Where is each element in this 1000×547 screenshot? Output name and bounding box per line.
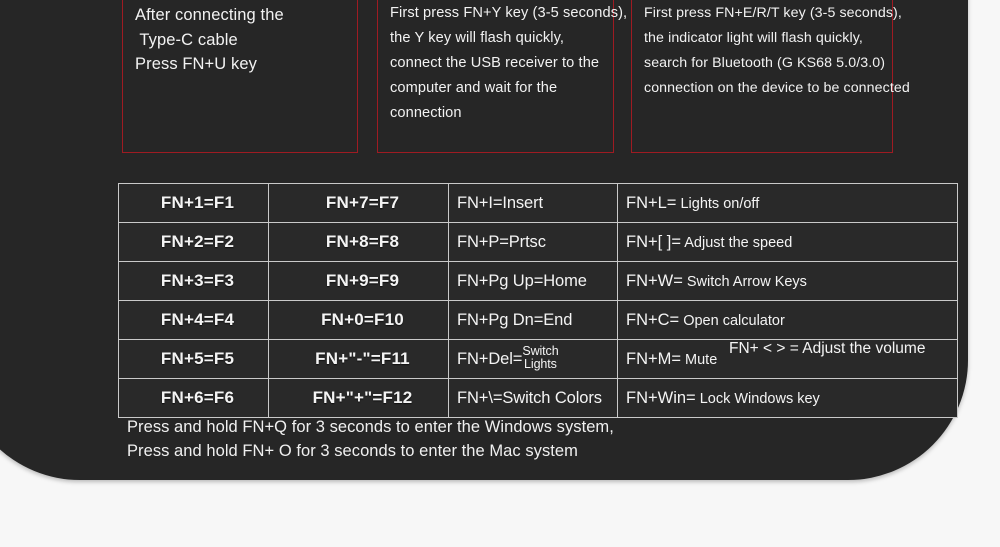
cell-function-key-right: FN+"-"=F11 [268, 339, 449, 379]
shortcut-text: FN+Pg Dn=End [457, 310, 573, 329]
cell-function-key-right: FN+8=F8 [268, 222, 449, 262]
table-row: FN+4=F4 FN+0=F10 FN+Pg Dn=End FN+C= Open… [118, 300, 958, 340]
volume-shortcut-overflow-note: FN+ < > = Adjust the volume [729, 340, 926, 357]
shortcut-description: Adjust the speed [681, 234, 793, 251]
instruction-line: First press FN+Y key (3-5 seconds), [390, 5, 628, 21]
table-row: FN+3=F3 FN+9=F9 FN+Pg Up=Home FN+W= Swit… [118, 261, 958, 301]
shortcut-combo: FN+Win= [626, 388, 696, 407]
cell-function-key-right: FN+0=F10 [268, 300, 449, 340]
instruction-box-wired-connection: After connecting the Type-C cable Press … [122, 0, 358, 153]
shortcut-text: FN+9=F9 [325, 271, 400, 290]
shortcut-text: FN+Pg Up=Home [457, 271, 587, 290]
shortcut-combo: FN+M= [626, 349, 682, 368]
stacked-line-1: Switch [522, 343, 559, 358]
shortcut-text: FN+2=F2 [160, 232, 235, 251]
cell-function-key-left: FN+1=F1 [118, 183, 269, 223]
cell-function-key-right: FN+"+"=F12 [268, 378, 449, 418]
cell-feature-key: FN+[ ]= Adjust the speed [617, 222, 958, 262]
table-row: FN+6=F6 FN+"+"=F12 FN+\=Switch Colors FN… [118, 378, 958, 418]
shortcut-text: FN+7=F7 [325, 193, 400, 212]
instruction-line: connection [390, 105, 462, 121]
footer-line: Press and hold FN+ O for 3 seconds to en… [127, 441, 578, 460]
cell-feature-key: FN+L= Lights on/off [617, 183, 958, 223]
shortcut-text: FN+\=Switch Colors [457, 388, 602, 407]
shortcut-description: Switch Arrow Keys [682, 273, 807, 290]
cell-navigation-key: FN+P=Prtsc [448, 222, 618, 262]
shortcut-combo: FN+L= [626, 193, 677, 212]
shortcut-text: FN+6=F6 [160, 388, 235, 407]
shortcut-text: FN+5=F5 [160, 349, 235, 368]
table-row: FN+2=F2 FN+8=F8 FN+P=Prtsc FN+[ ]= Adjus… [118, 222, 958, 262]
shortcut-text: FN+8=F8 [325, 232, 400, 251]
shortcut-table: FN+1=F1 FN+7=F7 FN+I=Insert FN+L= Lights… [118, 183, 958, 418]
instruction-line: First press FN+E/R/T key (3-5 seconds), [644, 5, 902, 21]
shortcut-text: FN+3=F3 [160, 271, 235, 290]
cell-function-key-left: FN+2=F2 [118, 222, 269, 262]
instruction-box-bluetooth-connection: First press FN+E/R/T key (3-5 seconds), … [631, 0, 910, 153]
shortcut-text: FN+4=F4 [160, 310, 235, 329]
cell-navigation-key: FN+I=Insert [448, 183, 618, 223]
instruction-line: search for Bluetooth (G KS68 5.0/3.0) [644, 55, 886, 71]
shortcut-text: FN+P=Prtsc [457, 232, 546, 251]
instruction-line: connection on the device to be connected [644, 80, 910, 96]
shortcut-combo: FN+W= [626, 271, 683, 290]
instruction-line: connect the USB receiver to the [390, 55, 600, 71]
cell-navigation-key: FN+Pg Dn=End [448, 300, 618, 340]
shortcut-text: FN+1=F1 [160, 193, 235, 212]
shortcut-description: Lock Windows key [695, 390, 820, 407]
cell-feature-key: FN+C= Open calculator [617, 300, 958, 340]
table-row: FN+1=F1 FN+7=F7 FN+I=Insert FN+L= Lights… [118, 183, 958, 223]
instruction-line: Type-C cable [135, 30, 238, 49]
cell-function-key-left: FN+4=F4 [118, 300, 269, 340]
instruction-line: Press FN+U key [135, 55, 257, 73]
shortcut-text: FN+"+"=F12 [312, 388, 413, 407]
cell-function-key-left: FN+6=F6 [118, 378, 269, 418]
instruction-line: the indicator light will flash quickly, [644, 30, 863, 46]
shortcut-description: Mute [681, 351, 718, 368]
shortcut-combo: FN+Del= [457, 349, 523, 368]
cell-feature-key: FN+W= Switch Arrow Keys [617, 261, 958, 301]
instruction-box-usb-receiver-connection: First press FN+Y key (3-5 seconds), the … [377, 0, 628, 153]
instruction-line: computer and wait for the [390, 80, 558, 96]
cell-function-key-right: FN+7=F7 [268, 183, 449, 223]
cell-navigation-key: FN+\=Switch Colors [448, 378, 618, 418]
shortcut-text: FN+0=F10 [321, 310, 404, 329]
shortcut-combo: FN+C= [626, 310, 680, 329]
cell-function-key-left: FN+5=F5 [118, 339, 269, 379]
shortcut-description: Lights on/off [676, 195, 760, 212]
cell-navigation-key: FN+Pg Up=Home [448, 261, 618, 301]
system-switch-footer: Press and hold FN+Q for 3 seconds to ent… [127, 416, 614, 463]
footer-line: Press and hold FN+Q for 3 seconds to ent… [127, 418, 614, 436]
cell-feature-key: FN+M= Mute [617, 339, 958, 379]
shortcut-text: FN+"-"=F11 [315, 349, 410, 368]
instruction-line: the Y key will flash quickly, [390, 30, 565, 46]
stacked-line-2: Lights [524, 357, 557, 371]
cell-feature-key: FN+Win= Lock Windows key [617, 378, 958, 418]
cell-function-key-left: FN+3=F3 [118, 261, 269, 301]
shortcut-text: FN+I=Insert [457, 193, 544, 212]
instruction-line: After connecting the [135, 6, 284, 24]
cell-function-key-right: FN+9=F9 [268, 261, 449, 301]
shortcut-description: Open calculator [679, 312, 785, 329]
shortcut-combo: FN+[ ]= [626, 232, 682, 251]
